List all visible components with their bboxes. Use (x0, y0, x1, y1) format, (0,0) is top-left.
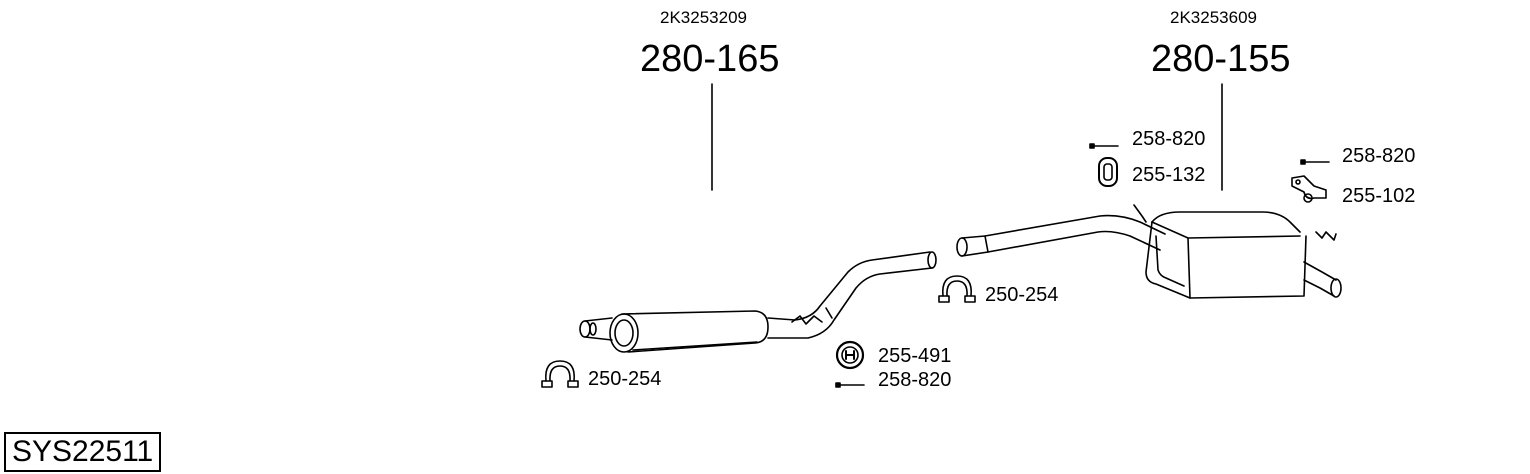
rubber-hanger-icon (1098, 157, 1118, 187)
front-part-number: 280-165 (640, 38, 780, 80)
bracket-icon (1291, 175, 1327, 203)
system-code-label: SYS22511 (4, 432, 162, 472)
part-label-bolt-rear-right: 258-820 (1342, 145, 1416, 167)
rear-oem-number: 2K3253609 (1170, 8, 1257, 27)
front-oem-number: 2K3253209 (660, 8, 747, 27)
part-label-bolt-rear-left: 258-820 (1132, 128, 1206, 150)
front-silencer-assembly (579, 251, 937, 353)
bolt-icon (1300, 159, 1330, 165)
part-label-bolt-middle: 258-820 (878, 369, 952, 391)
rear-silencer-assembly (956, 204, 1342, 299)
clamp-icon (541, 360, 579, 388)
part-label-clamp-front: 250-254 (588, 368, 662, 390)
part-label-hanger-ring: 255-491 (878, 345, 952, 367)
bolt-icon (835, 382, 865, 388)
rear-part-number: 280-155 (1151, 38, 1291, 80)
rubber-hanger-icon (835, 340, 865, 370)
part-label-bracket-rear-right: 255-102 (1342, 185, 1416, 207)
bolt-icon (1089, 143, 1119, 149)
part-label-hanger-rear-left: 255-132 (1132, 164, 1206, 186)
clamp-icon (938, 275, 976, 303)
part-label-clamp-middle: 250-254 (985, 284, 1059, 306)
